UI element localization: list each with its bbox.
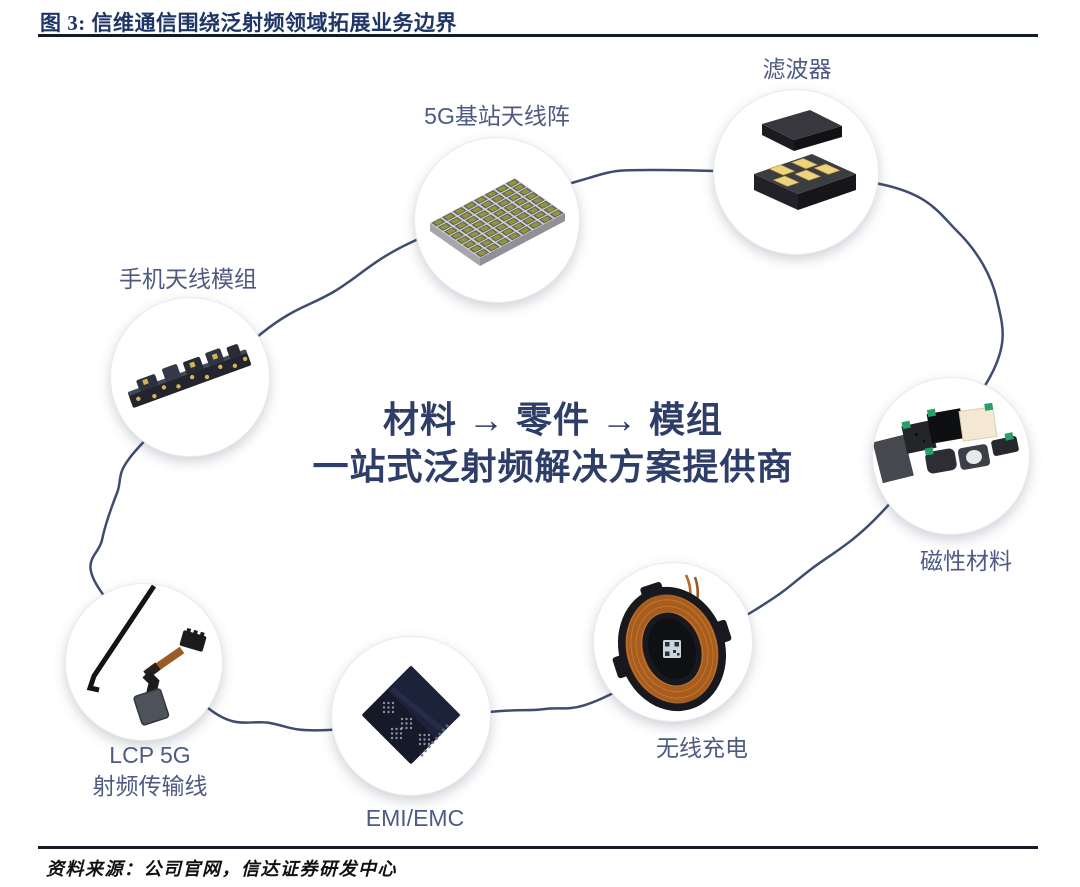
filter-gold-pads <box>768 158 841 187</box>
node-filter <box>713 89 879 255</box>
lcp-cable-image <box>86 584 207 726</box>
label-emi-emc: EMI/EMC <box>365 805 465 831</box>
node-5g-base-station-antenna-array <box>414 137 580 303</box>
label-magnetic-materials: 磁性材料 <box>920 548 1012 574</box>
label-wireless-charging: 无线充电 <box>656 735 748 761</box>
emi-emc-image <box>362 665 461 764</box>
title-rule <box>38 34 1038 37</box>
phone-antenna-module-image <box>127 344 252 408</box>
label-5g-base-station-antenna-array: 5G基站天线阵 <box>424 103 570 129</box>
node-emi-emc <box>331 636 491 796</box>
footer-rule <box>38 846 1038 849</box>
value-chain-text: 材料 → 零件 → 模组 <box>382 399 724 440</box>
label-lcp-line2: 射频传输线 <box>92 773 208 799</box>
emi-solder-dots <box>382 701 431 746</box>
wireless-charging-image <box>612 574 732 712</box>
positioning-text: 一站式泛射频解决方案提供商 <box>312 446 794 487</box>
label-filter: 滤波器 <box>762 56 832 82</box>
antenna-array-image <box>430 178 565 266</box>
label-phone-antenna-module: 手机天线模组 <box>119 266 257 292</box>
node-phone-antenna-module <box>110 297 270 457</box>
filter-image <box>754 110 856 210</box>
figure-title: 图 3: 信维通信围绕泛射频领域拓展业务边界 <box>40 11 457 35</box>
node-magnetic-materials <box>872 377 1030 535</box>
node-wireless-charging <box>593 562 753 722</box>
center-slogan: 材料 → 零件 → 模组 一站式泛射频解决方案提供商 <box>312 396 793 490</box>
label-lcp-5g-rf-line: LCP 5G 射频传输线 <box>93 740 208 802</box>
antenna-grid-cells <box>431 178 564 258</box>
source-note: 资料来源：公司官网，信达证券研发中心 <box>46 859 397 879</box>
node-lcp-5g-rf-line <box>65 583 223 741</box>
qr-code-sticker <box>663 640 681 658</box>
magnetic-materials-image <box>873 402 1019 484</box>
label-lcp-line1: LCP 5G <box>109 742 191 768</box>
